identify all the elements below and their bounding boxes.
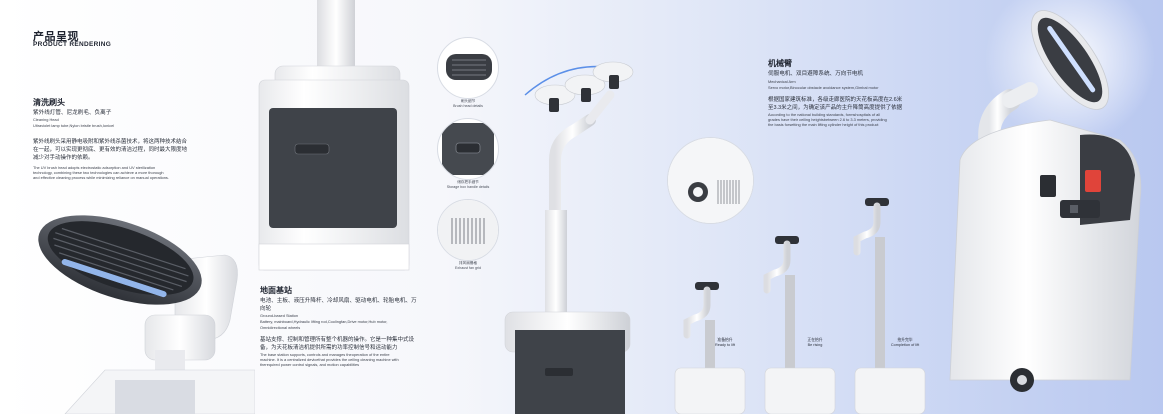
stage-2-label: 正在抬升 Be rising	[785, 338, 845, 348]
mechanical-arm-title: 机械臂	[768, 59, 792, 68]
cleaning-head-para-en-2: technology, combining these two technolo…	[33, 170, 164, 175]
cleaning-head-para-en-3: and effective cleaning process while min…	[33, 175, 169, 180]
mechanical-arm-subtitle: 伺服电机、双目避障系统、万向节电机	[768, 71, 864, 77]
brush-head-detail-caption: 刷头细节 Brush head details	[433, 99, 503, 108]
storage-handle-detail-caption-en: Storage box handle details	[446, 185, 490, 189]
base-station-para-cn-1: 基站支撑、控制和管理所有整个机器的操作。它是一种集中式设	[260, 337, 415, 343]
cleaning-head-para-cn-1: 紫外线刷头采用静电吸附和紫外线杀菌技术，将这两种技术结合	[33, 139, 188, 145]
mechanical-arm-title-en: Mechanical Arm	[768, 79, 796, 84]
mechanical-arm-para-cn-2: 至3.3米之间，为确定该产品的主升降筒高度提供了依据	[768, 105, 903, 111]
stage-completion-of-lift	[853, 198, 926, 414]
mechanical-arm-para-en-2: grades have their ceiling heightsbetween…	[768, 117, 887, 122]
mechanical-arm-render	[504, 61, 634, 414]
cleaning-head-description: 紫外线刷头采用静电吸附和紫外线杀菌技术，将这两种技术结合 在一起，可以实现更彻底…	[33, 138, 243, 180]
cleaning-head-para-cn-2: 在一起，可以实现更彻底、更有效的清洁过程，同时最大限度地	[33, 147, 188, 153]
cleaning-head-subtitle-en: Ultraviolet lamp tube,Nylon bristle brus…	[33, 123, 115, 128]
storage-handle-detail-caption: 储存把手细节 Storage box handle details	[433, 180, 503, 189]
stage-2-label-cn: 正在抬升	[807, 338, 823, 342]
cleaning-head-subtitle: 紫外线灯管、尼龙刷毛、负离子	[33, 110, 112, 116]
base-station-title-en: Ground-based Station	[260, 313, 299, 318]
machine-closeup-render	[949, 0, 1155, 392]
storage-handle-detail-caption-cn: 储存把手细节	[457, 180, 479, 184]
mechanical-arm-para-cn-1: 根据国家建筑标准，各级走廊医院的天花板高度在2.6米	[768, 97, 903, 103]
stage-2-label-en: Be rising	[807, 343, 823, 347]
sensor-detail	[667, 137, 754, 224]
page-title: 产品呈现	[33, 31, 79, 43]
stage-3-label-cn: 抬升完毕	[897, 338, 913, 342]
base-station-para-en-2: machine. It is a centralized devicethat …	[260, 357, 399, 362]
storage-handle-detail	[437, 118, 499, 180]
cleaning-head-title-en: Cleaning Head	[33, 117, 59, 122]
base-station-render	[258, 0, 410, 271]
stage-be-rising	[763, 236, 836, 414]
cleaning-head-para-en-1: The UV brush head adopts electrostatic a…	[33, 165, 156, 170]
base-station-description: 基站支撑、控制和管理所有整个机器的操作。它是一种集中式设 备，为天花板清洁机提供…	[260, 336, 460, 367]
base-station-subtitle-en-1: Battery, mainboard,Hydraulic lifting rod…	[260, 319, 388, 324]
mechanical-arm-subtitle-en: Servo motor,Binocular obstacle avoidance…	[768, 85, 879, 90]
stage-3-label-en: Completion of lift	[890, 343, 920, 347]
exhaust-fan-grid-caption-en: Exhaust fan grid	[455, 266, 481, 270]
stage-ready-to-lift	[674, 282, 746, 414]
brush-head-detail-caption-en: Brush head details	[453, 104, 483, 108]
stage-1-label-cn: 准备抬升	[717, 338, 733, 342]
mechanical-arm-description: 根据国家建筑标准，各级走廊医院的天花板高度在2.6米 至3.3米之间，为确定该产…	[768, 96, 953, 127]
base-station-subtitle-en-2: Omnidirectional wheels	[260, 325, 301, 330]
brush-head-detail	[437, 37, 499, 99]
mechanical-arm-para-en-1: According to the national building stand…	[768, 112, 881, 117]
base-station-para-en-3: therequired power control signals, and m…	[260, 362, 360, 367]
exhaust-fan-grid-caption-cn: 排风扇栅格	[459, 261, 477, 265]
mechanical-arm-para-en-3: the basis forsetting the main lifting cy…	[768, 122, 879, 127]
page-title-en: PRODUCT RENDERING	[33, 41, 112, 48]
stage-3-label: 抬升完毕 Completion of lift	[875, 338, 935, 348]
brush-head-detail-caption-cn: 刷头细节	[460, 99, 476, 103]
cleaning-head-render	[38, 215, 255, 414]
base-station-para-cn-2: 备，为天花板清洁机提供所需的功率控制信号和运动能力	[260, 345, 398, 351]
base-station-title: 地面基站	[260, 286, 292, 295]
base-station-subtitle-1: 电池、主板、液压升降杆、冷却风扇、驱动电机、轮胎电机、万	[260, 298, 417, 304]
stage-1-label-en: Ready to lift	[714, 343, 736, 347]
exhaust-fan-grid-caption: 排风扇栅格 Exhaust fan grid	[433, 261, 503, 270]
exhaust-fan-grid-detail	[437, 199, 499, 261]
stage-1-label: 准备抬升 Ready to lift	[695, 338, 755, 348]
cleaning-head-title: 清洗刷头	[33, 98, 65, 107]
cleaning-head-para-cn-3: 减少对手动操作的依赖。	[33, 155, 94, 161]
base-station-para-en-1: The base station supports, controls and …	[260, 352, 390, 357]
lift-stages-render	[674, 198, 926, 414]
base-station-subtitle-2: 向轮	[260, 306, 272, 312]
